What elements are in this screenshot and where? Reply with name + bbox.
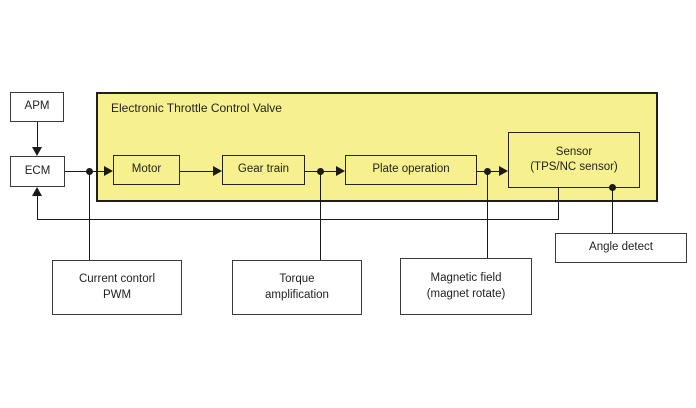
plate-operation-box: Plate operation <box>345 155 477 185</box>
arrowhead-plate-sensor <box>499 166 508 176</box>
arrowhead-ecm-motor <box>104 166 113 176</box>
apm-box: APM <box>10 92 64 122</box>
arrowhead-motor-gear <box>213 166 222 176</box>
arrowhead-feedback-ecm <box>32 187 42 196</box>
sensor-label-line1: Sensor <box>555 145 593 158</box>
junction-dot-gear-plate <box>317 168 324 175</box>
junction-dot-ecm-motor <box>86 168 93 175</box>
connector-feedback-vertical-right <box>558 188 559 220</box>
motor-box: Motor <box>113 155 180 185</box>
current-control-label-line2: PWM <box>102 288 132 301</box>
gear-train-label: Gear train <box>237 163 290 176</box>
connector-motor-gear <box>180 171 215 172</box>
apm-label: APM <box>24 100 50 113</box>
angle-detect-box: Angle detect <box>555 233 687 263</box>
connector-junction-magnetic-field <box>487 171 488 258</box>
connector-feedback-horizontal <box>37 219 559 220</box>
gear-train-box: Gear train <box>222 155 305 185</box>
sensor-label-line2: (TPS/NC sensor) <box>530 161 618 173</box>
ecm-label: ECM <box>24 164 51 177</box>
connector-apm-ecm <box>37 122 38 148</box>
connector-ecm-motor <box>65 171 106 172</box>
torque-label-line1: Torque <box>279 273 315 286</box>
current-control-pwm-box: Current contorl PWM <box>52 260 182 315</box>
junction-dot-sensor-bottom <box>609 184 616 191</box>
electronic-throttle-control-valve-container: Electronic Throttle Control Valve <box>96 92 658 202</box>
junction-dot-plate-sensor <box>484 168 491 175</box>
connector-junction-current-control <box>89 171 90 260</box>
container-title: Electronic Throttle Control Valve <box>111 101 282 115</box>
current-control-label-line1: Current contorl <box>78 273 156 286</box>
magnetic-field-label-line2: (magnet rotate) <box>426 287 506 300</box>
torque-amplification-box: Torque amplification <box>232 260 362 315</box>
angle-detect-label: Angle detect <box>589 241 653 254</box>
motor-label: Motor <box>131 163 162 176</box>
sensor-box: Sensor (TPS/NC sensor) <box>508 132 640 188</box>
connector-junction-torque <box>320 171 321 260</box>
connector-feedback-vertical-left <box>37 195 38 220</box>
ecm-box: ECM <box>10 156 65 187</box>
torque-label-line2: amplification <box>265 288 329 301</box>
connector-sensor-angle-detect <box>612 187 613 233</box>
magnetic-field-box: Magnetic field (magnet rotate) <box>400 258 532 315</box>
arrowhead-gear-plate <box>336 166 345 176</box>
plate-operation-label: Plate operation <box>372 163 450 176</box>
magnetic-field-label-line1: Magnetic field <box>430 272 502 285</box>
arrowhead-apm-ecm <box>32 147 42 156</box>
